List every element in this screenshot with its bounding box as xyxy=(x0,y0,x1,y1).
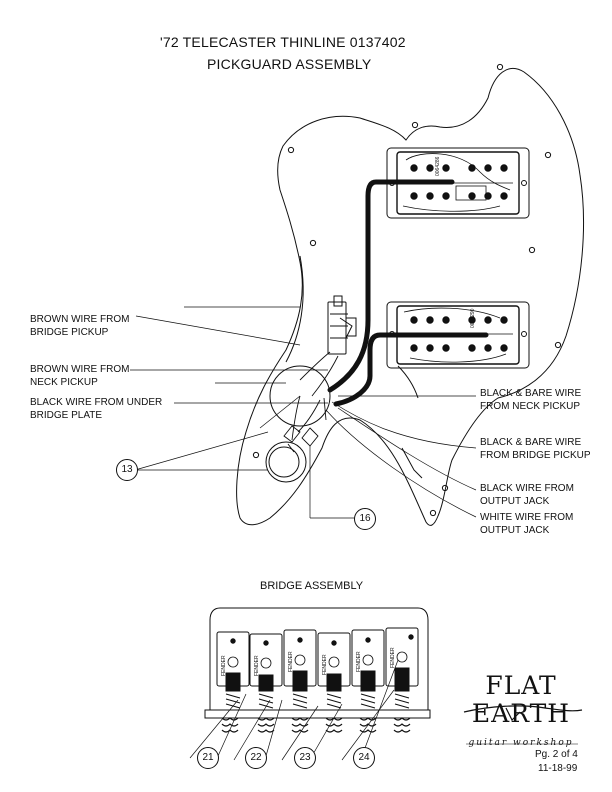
selector-switch xyxy=(327,295,357,355)
shielded-cables xyxy=(327,179,489,407)
saddle-label-4: FENDER xyxy=(322,654,328,675)
saddle-label-3: FENDER xyxy=(288,651,294,672)
callout-13: 13 xyxy=(116,459,138,481)
diagram-subtitle: PICKGUARD ASSEMBLY xyxy=(207,56,372,72)
callout-22: 22 xyxy=(245,747,267,769)
callout-21: 21 xyxy=(197,747,219,769)
brand-mark xyxy=(463,705,583,745)
saddle-label-2: FENDER xyxy=(254,655,260,676)
bridge-pickup xyxy=(386,301,530,369)
saddle-label-1: FENDER xyxy=(221,655,227,676)
neck-pickup-code: 0064286 xyxy=(435,156,441,176)
bridge-assembly-drawing xyxy=(189,607,431,761)
revision-date: 11-18-99 xyxy=(538,763,578,774)
callout-23: 23 xyxy=(294,747,316,769)
bridge-pickup-code: 0064290 xyxy=(470,308,476,328)
callout-24: 24 xyxy=(353,747,375,769)
brand-logo: FLAT EARTH guitar workshop xyxy=(462,671,580,749)
diagram-title: '72 TELECASTER THINLINE 0137402 xyxy=(160,34,406,50)
callout-16: 16 xyxy=(354,508,376,530)
page-number: Pg. 2 of 4 xyxy=(535,749,578,760)
saddle-label-6: FENDER xyxy=(390,647,396,668)
brand-name: FLAT EARTH xyxy=(471,671,571,728)
pickguard-outline xyxy=(236,67,585,526)
saddle-label-5: FENDER xyxy=(356,651,362,672)
brand-tagline: guitar workshop xyxy=(468,738,574,748)
bridge-assembly-title: BRIDGE ASSEMBLY xyxy=(260,580,364,592)
